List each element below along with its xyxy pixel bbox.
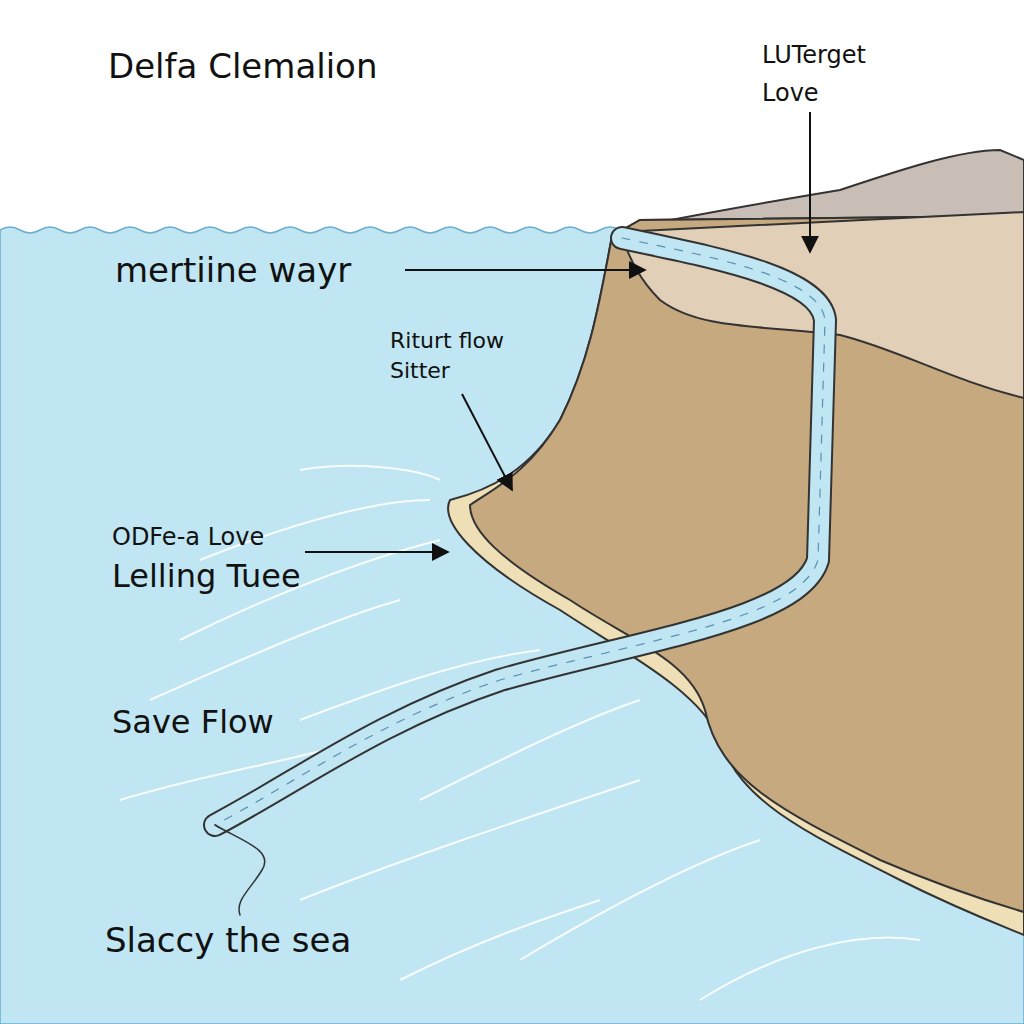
wave	[520, 840, 760, 960]
diagram-title: Delfa Clemalion	[108, 46, 377, 86]
callout-label: Riturt flow Sitter	[390, 326, 560, 386]
wave	[150, 600, 400, 700]
river-tail	[215, 825, 265, 915]
leader-lines	[305, 112, 810, 552]
callout-label: ODFe-a Love	[112, 522, 264, 552]
leader-arrow	[305, 551, 448, 553]
leader-arrow	[462, 394, 512, 490]
callout-label: Lelling Tuee	[112, 556, 301, 596]
leader-arrow	[405, 269, 645, 271]
callout-label: mertiine wayr	[115, 250, 351, 290]
river-water	[215, 238, 825, 825]
wave	[420, 700, 640, 800]
callout-label: Save Flow	[112, 702, 274, 742]
wave	[400, 900, 600, 980]
river	[215, 238, 825, 915]
callout-label: LUTerget Love	[762, 36, 922, 112]
river-bank	[215, 238, 825, 825]
river-flow	[215, 238, 825, 825]
wave	[300, 780, 640, 900]
wave	[300, 466, 440, 480]
leader-arrow	[809, 112, 811, 252]
callout-label: Slaccy the sea	[105, 920, 351, 960]
wave	[700, 938, 920, 1001]
